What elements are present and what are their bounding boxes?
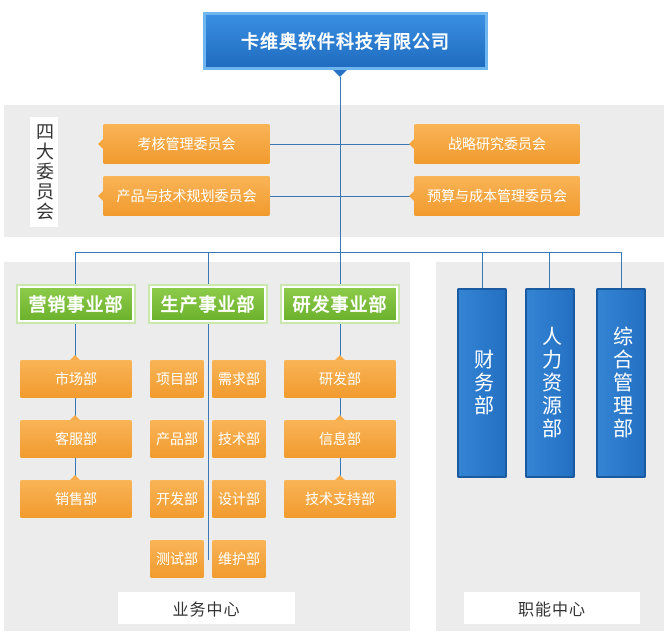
connector-line-production-depts xyxy=(208,320,209,560)
committee-notch xyxy=(409,139,414,149)
connector-line-production xyxy=(208,252,209,288)
division-rnd: 研发事业部 xyxy=(284,288,396,320)
department-box: 需求部 xyxy=(212,360,266,398)
committee-box: 产品与技术规划委员会 xyxy=(103,176,270,216)
department-notch xyxy=(70,355,80,360)
function-department-finance: 财务部 xyxy=(457,288,507,478)
division-marketing: 营销事业部 xyxy=(20,288,132,320)
department-notch xyxy=(335,415,345,420)
committee-label: 四大委员会 xyxy=(30,117,58,227)
connector-line-committee-row1 xyxy=(270,144,414,145)
department-box: 技术支持部 xyxy=(284,480,396,518)
department-notch xyxy=(70,415,80,420)
committee-box: 考核管理委员会 xyxy=(103,124,270,164)
connector-line-admin xyxy=(621,252,622,288)
department-box: 客服部 xyxy=(20,420,132,458)
department-notch xyxy=(335,475,345,480)
department-box: 产品部 xyxy=(150,420,204,458)
connector-line-rnd xyxy=(340,252,341,288)
department-box: 项目部 xyxy=(150,360,204,398)
function-center-label: 职能中心 xyxy=(464,592,640,624)
function-department-hr: 人力资源部 xyxy=(525,288,575,478)
department-box: 市场部 xyxy=(20,360,132,398)
committee-notch xyxy=(409,191,414,201)
department-box: 维护部 xyxy=(212,540,266,578)
connector-line-finance xyxy=(482,252,483,288)
function-department-admin: 综合管理部 xyxy=(596,288,646,478)
company-pointer xyxy=(333,70,347,77)
connector-line-main xyxy=(340,77,341,253)
department-box: 设计部 xyxy=(212,480,266,518)
committee-box: 预算与成本管理委员会 xyxy=(414,176,580,216)
connector-line-marketing xyxy=(75,252,76,288)
connector-line-marketing-depts xyxy=(75,320,76,500)
department-notch xyxy=(70,475,80,480)
department-box: 信息部 xyxy=(284,420,396,458)
business-center-label: 业务中心 xyxy=(118,592,295,624)
connector-line-committee-row2 xyxy=(270,196,414,197)
committee-notch xyxy=(98,191,103,201)
connector-line-divisions xyxy=(75,252,622,253)
department-notch xyxy=(335,355,345,360)
committee-box: 战略研究委员会 xyxy=(414,124,580,164)
division-production: 生产事业部 xyxy=(152,288,264,320)
department-box: 开发部 xyxy=(150,480,204,518)
department-box: 技术部 xyxy=(212,420,266,458)
department-box: 研发部 xyxy=(284,360,396,398)
department-box: 测试部 xyxy=(150,540,204,578)
connector-line-hr xyxy=(549,252,550,288)
department-box: 销售部 xyxy=(20,480,132,518)
connector-line-rnd-depts xyxy=(340,320,341,500)
committee-notch xyxy=(98,139,103,149)
company-box: 卡维奥软件科技有限公司 xyxy=(203,12,488,70)
